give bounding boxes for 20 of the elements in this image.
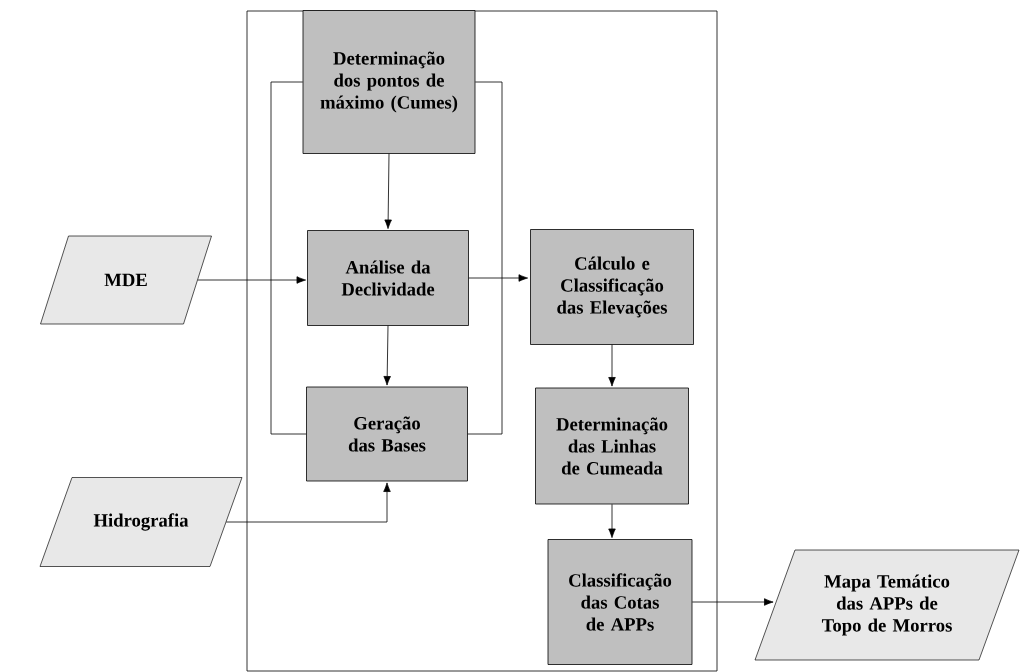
connector-line	[467, 81, 503, 435]
process-box: Cálculo e Classificação das Elevações	[530, 229, 694, 345]
process-box: Determinação dos pontos de máximo (Cumes)	[302, 10, 476, 154]
process-box: Geração das Bases	[306, 386, 468, 482]
data-parallelogram: Mapa Temático das APPs de Topo de Morros	[754, 549, 1020, 661]
data-parallelogram: MDE	[40, 235, 212, 325]
arrow	[197, 276, 306, 284]
arrow	[691, 598, 774, 606]
process-box: Análise da Declividade	[307, 230, 469, 326]
arrow	[468, 274, 528, 282]
data-parallelogram: Hidrografia	[39, 477, 243, 567]
connector-line	[270, 81, 307, 435]
process-box: Determinação das Linhas de Cumeada	[535, 387, 689, 505]
arrow	[383, 325, 391, 386]
arrow	[608, 344, 616, 387]
arrow	[225, 482, 391, 523]
arrow	[608, 503, 616, 538]
frame-box	[246, 10, 718, 672]
process-box: Classificação das Cotas de APPs	[547, 539, 693, 665]
arrow	[384, 153, 392, 229]
